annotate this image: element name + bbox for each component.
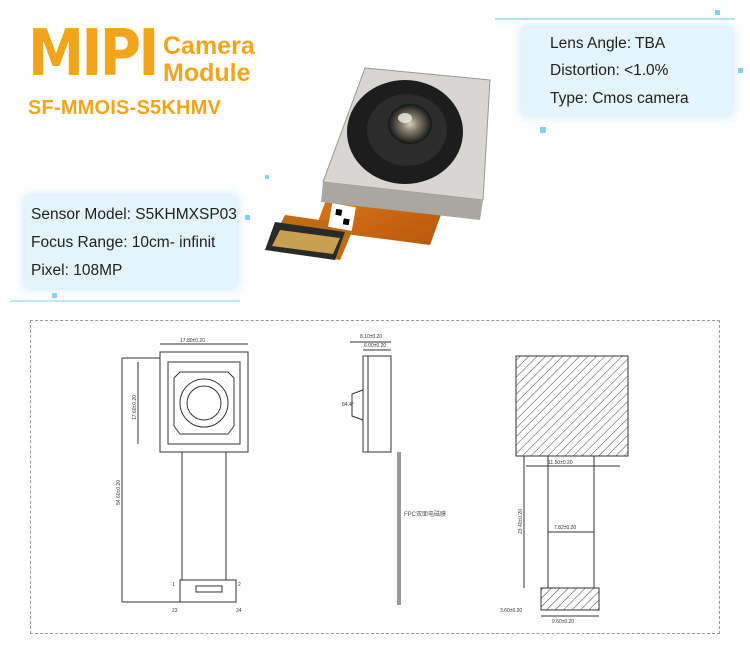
dim-back-height: 23.40±0.20	[518, 509, 524, 534]
glow-line	[495, 18, 735, 20]
pin-label-24: 24	[236, 608, 242, 614]
dim-front-width: 17.80±0.20	[180, 338, 205, 344]
side-view	[350, 341, 401, 605]
glow-dot	[265, 175, 269, 179]
dim-side-top1: 8.10±0.20	[360, 334, 382, 340]
pin-label-23: 23	[172, 608, 178, 614]
dim-back-narrow: 7.82±0.20	[554, 525, 576, 531]
dim-back-fpc-width: 11.50±0.20	[548, 460, 573, 466]
dim-front-total-height: 54.60±0.20	[116, 480, 122, 505]
glow-dot	[715, 10, 720, 15]
technical-drawing-frame	[30, 320, 720, 634]
spec-distortion: Distortion: <1.0%	[550, 62, 669, 79]
back-view	[515, 355, 629, 617]
front-view	[121, 343, 249, 603]
pin-label-1: 1	[172, 582, 175, 588]
brand-camera-text: Camera	[163, 32, 255, 60]
qr-label	[328, 203, 356, 231]
note-fpc: FPC双面电磁膜	[404, 510, 446, 518]
glow-line	[10, 300, 240, 302]
brand-mipi-logo: MIPI	[28, 17, 159, 91]
dim-front-height: 17.60±0.20	[132, 395, 138, 420]
spec-box-right: Lens Angle: TBA Distortion: <1.0% Type: …	[522, 27, 732, 115]
glow-dot	[738, 68, 743, 73]
pin-label-2: 2	[238, 582, 241, 588]
model-number: SF-MMOIS-S5KHMV	[28, 97, 221, 119]
glow-dot	[540, 127, 546, 133]
dim-side-top2: 6.00±0.20	[364, 343, 386, 349]
dim-back-conn-width: 9.60±0.20	[552, 619, 574, 625]
spec-box-left: Sensor Model: S5KHMXSP03 Focus Range: 10…	[25, 196, 237, 288]
spec-lens-angle: Lens Angle: TBA	[550, 35, 666, 52]
dim-back-conn-height: 3.60±0.20	[500, 608, 522, 614]
brand-module-text: Module	[163, 59, 251, 87]
spec-type: Type: Cmos camera	[550, 90, 689, 107]
camera-module-photo	[265, 67, 491, 260]
dim-side-angle: 84.4°	[342, 402, 354, 408]
glow-dot	[52, 293, 57, 298]
spec-focus-range: Focus Range: 10cm- infinit	[31, 234, 216, 251]
spec-sensor-model: Sensor Model: S5KHMXSP03	[31, 206, 237, 223]
technical-drawing: 17.80±0.20 17.60±0.20 54.60±0.20 1 2 23 …	[116, 334, 629, 625]
lens-assembly	[347, 80, 463, 184]
brand-subtitle: Camera Module	[163, 33, 255, 87]
spec-pixel: Pixel: 108MP	[31, 262, 123, 279]
fpc-connector	[265, 222, 345, 260]
glow-dot	[245, 215, 250, 220]
